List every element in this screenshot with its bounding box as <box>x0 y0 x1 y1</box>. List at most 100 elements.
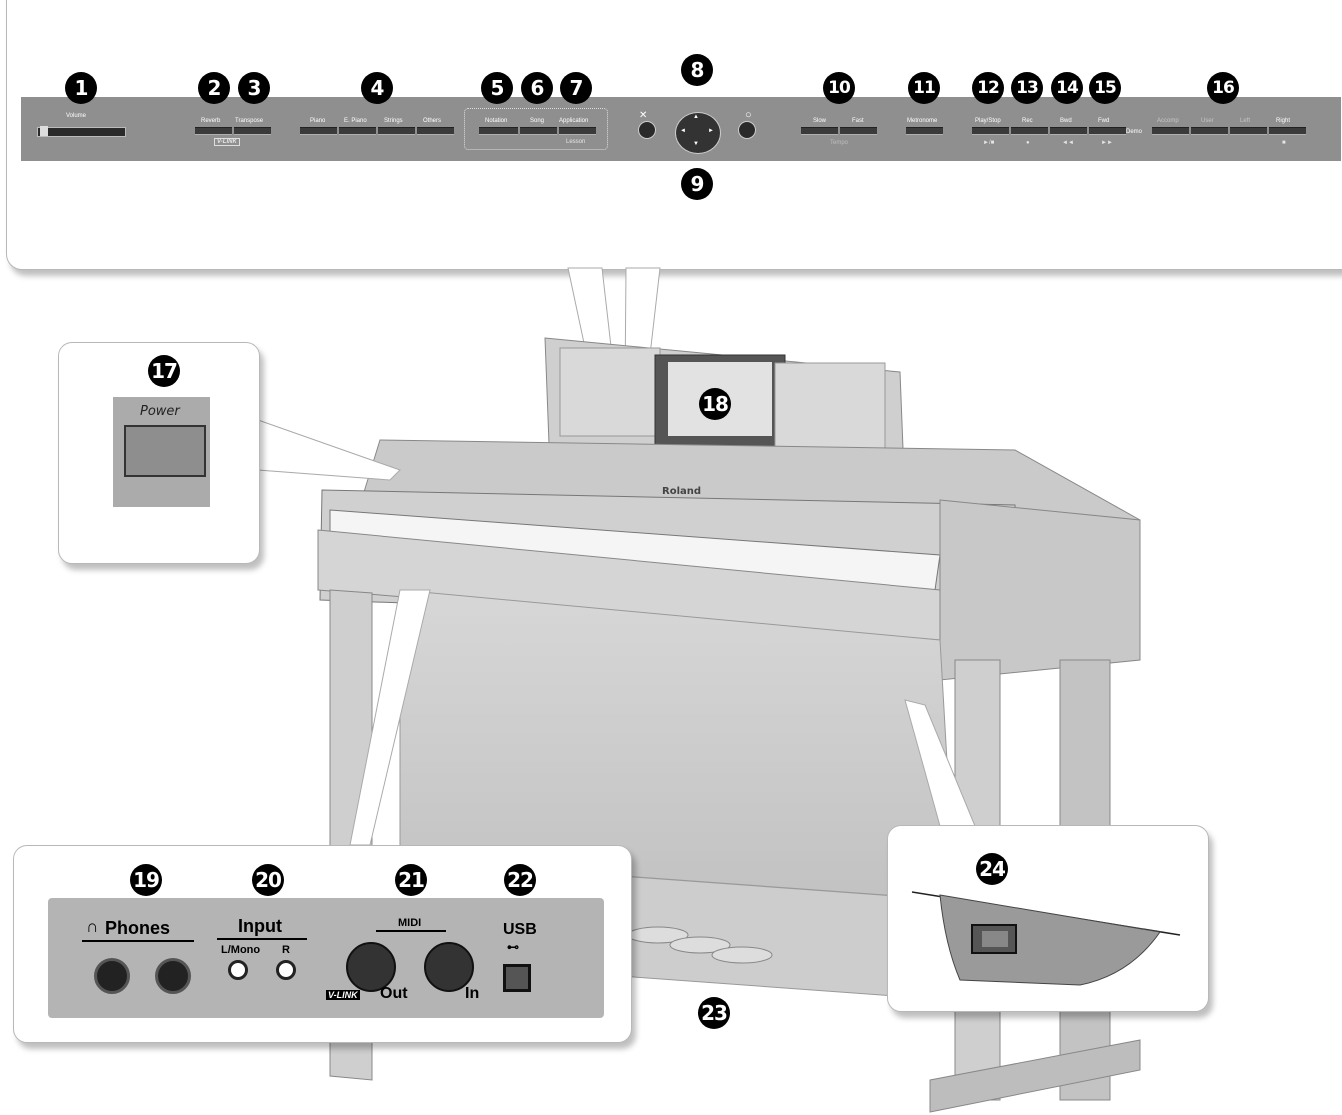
lesson-bracket <box>464 108 608 150</box>
fwd-symbol-icon: ►► <box>1101 140 1113 146</box>
rec-button[interactable] <box>1011 127 1048 135</box>
usb-label: USB <box>503 921 537 938</box>
midi-underline <box>376 930 446 932</box>
midi-out-label: Out <box>380 985 408 1002</box>
callout-2: 2 <box>198 72 230 104</box>
callout-9: 9 <box>681 168 713 200</box>
slow-button[interactable] <box>801 127 838 135</box>
callout-17: 17 <box>148 355 180 387</box>
epiano-label: E. Piano <box>344 118 367 124</box>
bwd-button[interactable] <box>1050 127 1087 135</box>
callout-7: 7 <box>560 72 592 104</box>
left-label: Left <box>1240 118 1251 124</box>
lesson-label: Lesson <box>566 139 586 145</box>
application-label: Application <box>559 118 589 124</box>
phones-underline <box>82 940 194 942</box>
volume-knob[interactable] <box>40 126 48 136</box>
application-button[interactable] <box>559 127 596 135</box>
callout-13: 13 <box>1011 72 1043 104</box>
callout-14: 14 <box>1051 72 1083 104</box>
cursor-down-icon[interactable]: ▼ <box>693 141 699 147</box>
power-switch[interactable] <box>124 425 206 477</box>
input-label: Input <box>238 916 282 936</box>
transpose-label: Transpose <box>235 118 264 124</box>
lock-icon: ■ <box>1282 140 1286 146</box>
callout-16: 16 <box>1207 72 1239 104</box>
midi-in-label: In <box>465 985 480 1002</box>
fast-button[interactable] <box>840 127 877 135</box>
fwd-label: Fwd <box>1098 118 1110 124</box>
usb-symbol-icon: ⊷ <box>507 940 519 954</box>
strings-button[interactable] <box>378 127 415 135</box>
playstop-button[interactable] <box>972 127 1009 135</box>
reverb-label: Reverb <box>201 118 221 124</box>
input-l-jack[interactable] <box>228 960 248 980</box>
slow-label: Slow <box>813 118 827 124</box>
callout-20: 20 <box>252 864 284 896</box>
epiano-button[interactable] <box>339 127 376 135</box>
metronome-button[interactable] <box>906 127 943 135</box>
headphones-icon: ∩ <box>86 917 99 936</box>
x-symbol: ✕ <box>639 110 648 121</box>
phones-jack-1[interactable] <box>94 958 130 994</box>
song-button[interactable] <box>520 127 557 135</box>
callout-22: 22 <box>504 864 536 896</box>
bwd-label: Bwd <box>1060 118 1072 124</box>
song-label: Song <box>530 118 545 124</box>
callout-3: 3 <box>238 72 270 104</box>
usb-memory-callout <box>887 825 1209 1012</box>
volume-slider[interactable] <box>37 127 126 137</box>
callout-11: 11 <box>908 72 940 104</box>
vlink-panel-label: V-LINK <box>214 138 240 146</box>
usb-port[interactable] <box>503 964 531 992</box>
piano-label: Piano <box>310 118 326 124</box>
accomp-button[interactable] <box>1152 127 1189 135</box>
demo-label: Demo <box>1126 129 1143 135</box>
input-r-jack[interactable] <box>276 960 296 980</box>
notation-label: Notation <box>485 118 508 124</box>
phones-label: Phones <box>105 918 171 938</box>
callout-18: 18 <box>699 388 731 420</box>
exit-button[interactable] <box>638 121 656 139</box>
playstop-label: Play/Stop <box>975 118 1001 124</box>
metronome-label: Metronome <box>907 118 938 124</box>
vlink-rear-label: V-LINK <box>326 990 360 1000</box>
reverb-button[interactable] <box>195 127 232 135</box>
rec-symbol-icon: ● <box>1026 140 1030 146</box>
transpose-button[interactable] <box>234 127 271 135</box>
lmono-label: L/Mono <box>221 944 261 956</box>
callout-8: 8 <box>681 54 713 86</box>
power-label: Power <box>140 404 180 419</box>
fast-label: Fast <box>852 118 864 124</box>
callout-15: 15 <box>1089 72 1121 104</box>
midi-in-port[interactable] <box>424 942 474 992</box>
cursor-left-icon[interactable]: ◄ <box>680 128 686 134</box>
user-button[interactable] <box>1191 127 1228 135</box>
callout-10: 10 <box>823 72 855 104</box>
callout-4: 4 <box>361 72 393 104</box>
midi-out-port[interactable] <box>346 942 396 992</box>
bwd-symbol-icon: ◄◄ <box>1062 140 1074 146</box>
callout-23: 23 <box>698 997 730 1029</box>
strings-label: Strings <box>384 118 403 124</box>
fwd-button[interactable] <box>1089 127 1126 135</box>
callout-21: 21 <box>395 864 427 896</box>
rec-label: Rec <box>1022 118 1033 124</box>
callout-24: 24 <box>976 853 1008 885</box>
o-symbol: ○ <box>745 109 752 121</box>
cursor-up-icon[interactable]: ▲ <box>693 114 699 120</box>
others-button[interactable] <box>417 127 454 135</box>
phones-jack-2[interactable] <box>155 958 191 994</box>
right-button[interactable] <box>1269 127 1306 135</box>
notation-button[interactable] <box>479 127 518 135</box>
enter-button[interactable] <box>738 121 756 139</box>
piano-button[interactable] <box>300 127 337 135</box>
cursor-right-icon[interactable]: ► <box>708 128 714 134</box>
user-label: User <box>1201 118 1214 124</box>
callout-12: 12 <box>972 72 1004 104</box>
callout-6: 6 <box>521 72 553 104</box>
r-label: R <box>282 944 290 956</box>
cursor-pad[interactable] <box>675 112 721 154</box>
left-button[interactable] <box>1230 127 1267 135</box>
